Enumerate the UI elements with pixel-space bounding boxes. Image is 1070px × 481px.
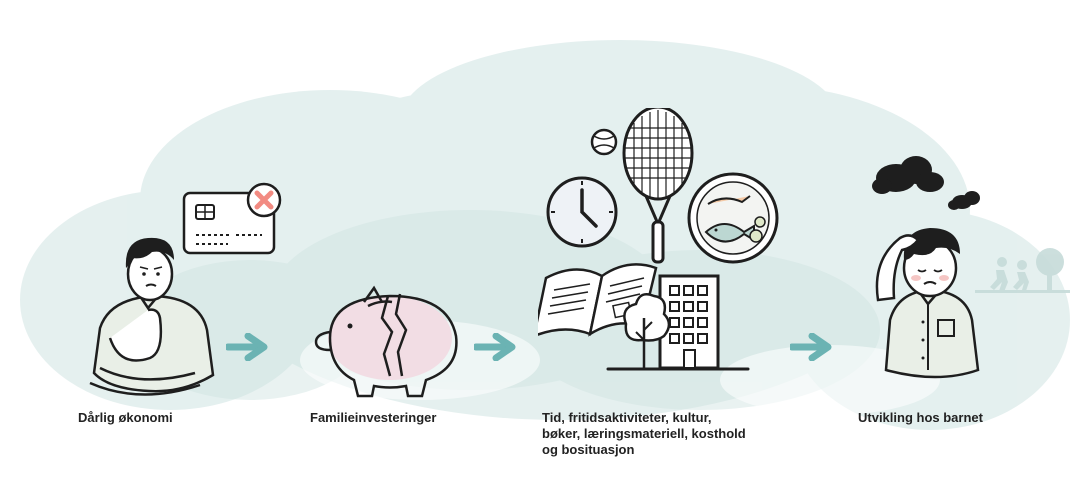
stressed-child-with-dark-clouds-icon [872, 156, 980, 379]
stressed-child-icon [875, 228, 980, 379]
tennis-racket-icon [622, 108, 694, 264]
arrow-right-icon [474, 333, 516, 361]
clock-icon [546, 176, 618, 248]
food-plate-icon [687, 172, 779, 264]
arrow-right-icon [226, 333, 268, 361]
declined-x-icon [246, 182, 282, 218]
step-label-family-investments: Familieinvesteringer [310, 410, 437, 425]
clock-racket-book-food-building-icons [538, 108, 779, 371]
step-label-resources: Tid, fritidsaktiviteter, kultur, bøker, … [542, 410, 746, 457]
tree-icon [623, 293, 671, 368]
step-label-child-development: Utvikling hos barnet [858, 410, 983, 425]
step-label-poor-economy: Dårlig økonomi [78, 410, 173, 425]
worried-person-icon [89, 237, 215, 396]
worried-person-with-declined-card-icon [89, 182, 282, 396]
broken-piggy-bank-icon [314, 285, 458, 398]
tennis-ball-icon [590, 128, 618, 156]
dark-cloud-icon [872, 156, 980, 210]
arrow-right-icon [790, 333, 832, 361]
